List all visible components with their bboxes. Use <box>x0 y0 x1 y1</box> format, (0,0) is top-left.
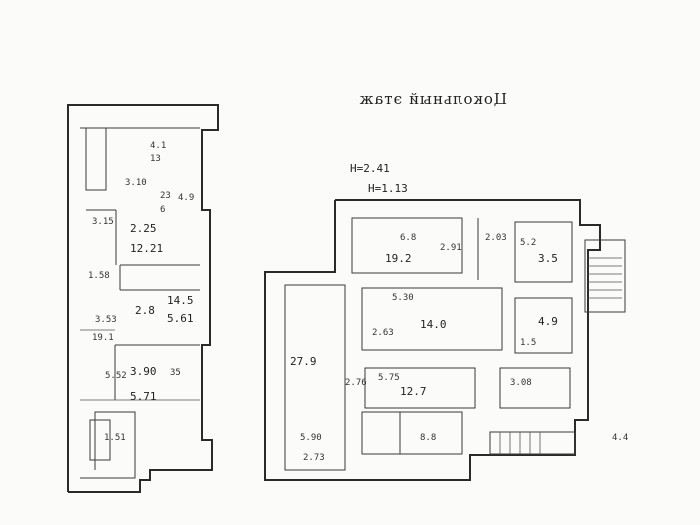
room-dim: 1.5 <box>520 338 536 348</box>
room-dim: 5.75 <box>378 373 400 383</box>
left-label: 5.52 <box>105 371 127 381</box>
left-label: 5.61 <box>167 312 194 325</box>
left-label: 14.5 <box>167 294 194 307</box>
left-label: 3.90 <box>130 365 157 378</box>
left-block: 4.1 13 3.10 23 4.9 6 3.15 2.25 12.21 1.5… <box>67 104 219 493</box>
room-area: 12.7 <box>400 385 427 398</box>
left-label: 12.21 <box>130 242 163 255</box>
left-label: 3.10 <box>125 178 147 188</box>
left-label: 5.71 <box>130 390 157 403</box>
room-area: 3.5 <box>538 252 558 265</box>
left-label: 2.25 <box>130 222 157 235</box>
left-label: 3.53 <box>95 315 117 325</box>
left-label: 23 <box>160 191 171 201</box>
height-mark: H=1.13 <box>368 182 408 195</box>
plan-title: Цокольный этаж <box>359 90 507 108</box>
left-label: 3.15 <box>92 217 114 227</box>
height-mark: H=2.41 <box>350 162 390 175</box>
left-label: 4.1 <box>150 141 166 151</box>
left-label: 1.51 <box>104 433 126 443</box>
room-dim: 5.2 <box>520 238 536 248</box>
room-dim: 2.91 <box>440 243 462 253</box>
corner-mark: 4.4 <box>612 433 628 443</box>
left-label: 1.58 <box>88 271 110 281</box>
left-label: 6 <box>160 205 165 215</box>
room-area: 27.9 <box>290 355 317 368</box>
left-label: 4.9 <box>178 193 194 203</box>
room-area: 4.9 <box>538 315 558 328</box>
room-dim: 5.90 <box>300 433 322 443</box>
main-block: 19.2 6.8 2.91 14.0 5.30 2.63 3.5 5.2 4.9… <box>264 199 628 481</box>
side-label: 2.03 <box>485 233 507 243</box>
room-dim: 2.73 <box>303 453 325 463</box>
left-label: 2.8 <box>135 304 155 317</box>
side-label: 2.76 <box>345 378 367 388</box>
room-area: 19.2 <box>385 252 412 265</box>
room-dim: 2.63 <box>372 328 394 338</box>
left-label: 35 <box>170 368 181 378</box>
room-area: 14.0 <box>420 318 447 331</box>
left-label: 19.1 <box>92 333 114 343</box>
left-label: 13 <box>150 154 161 164</box>
room-dim: 6.8 <box>400 233 416 243</box>
room-dim: 5.30 <box>392 293 414 303</box>
side-label: 3.08 <box>510 378 532 388</box>
side-label: 8.8 <box>420 433 436 443</box>
